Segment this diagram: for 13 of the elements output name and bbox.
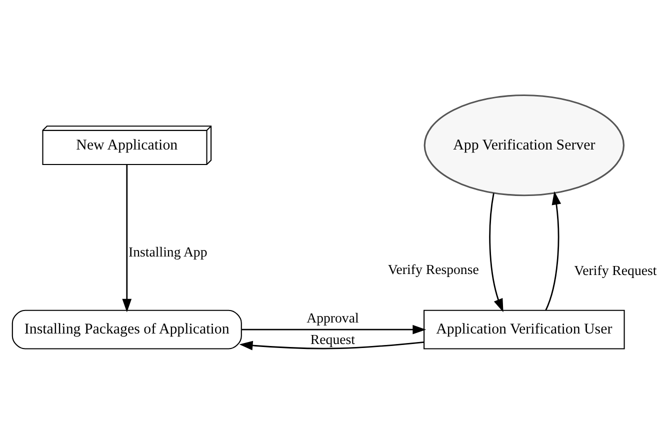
node-box: Application Verification User	[424, 310, 625, 350]
edge-label: Verify Request	[574, 262, 657, 278]
arrow	[489, 193, 504, 312]
arrow	[545, 191, 562, 311]
arrow	[242, 324, 426, 334]
edge-label: Verify Response	[388, 262, 479, 277]
edge-label: Approval	[306, 310, 359, 326]
edge-label: Request	[310, 332, 355, 347]
arrow	[122, 164, 132, 312]
arrow	[239, 340, 424, 350]
node-box: Installing Packages of Application	[12, 310, 242, 350]
edge-label: Installing App	[128, 244, 208, 260]
node-ellipse: App Verification Server	[424, 94, 625, 196]
